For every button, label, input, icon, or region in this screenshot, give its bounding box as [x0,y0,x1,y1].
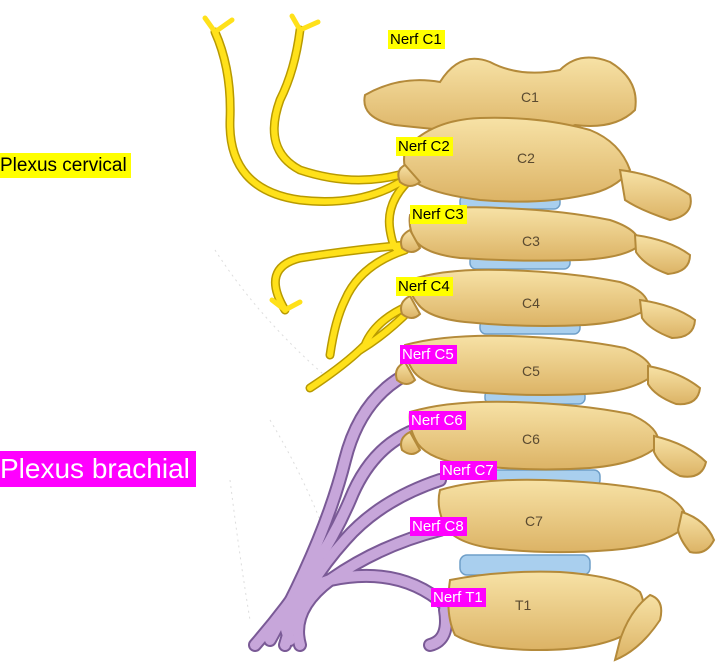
cervical-nerves [202,13,420,393]
brachial-nerves [248,368,453,652]
vertebra-label-c6: C6 [522,431,540,447]
vertebra-label-c3: C3 [522,233,540,249]
background-guides [214,249,331,621]
vertebra-labels: C1 C2 C3 C4 C5 C6 C7 T1 [515,89,543,613]
nerve-label-c7: Nerf C7 [440,461,497,480]
plexus-brachial-label: Plexus brachial [0,451,196,487]
nerve-label-c3: Nerf C3 [410,205,467,224]
vertebra-label-c1: C1 [521,89,539,105]
plexus-cervical-label: Plexus cervical [0,153,131,178]
cervical-spine: C1 C2 C3 C4 C5 C6 C7 T1 [363,56,716,662]
vertebra-label-c4: C4 [522,295,540,311]
nerve-label-c5: Nerf C5 [400,345,457,364]
vertebra-label-t1: T1 [515,597,532,613]
nerve-label-c2: Nerf C2 [396,137,453,156]
nerve-label-c8: Nerf C8 [410,517,467,536]
nerve-label-t1: Nerf T1 [431,588,486,607]
nerve-label-c1: Nerf C1 [388,30,445,49]
vertebra-label-c7: C7 [525,513,543,529]
nerve-label-c4: Nerf C4 [396,277,453,296]
nerve-label-c6: Nerf C6 [409,411,466,430]
vertebra-label-c5: C5 [522,363,540,379]
vertebra-label-c2: C2 [517,150,535,166]
